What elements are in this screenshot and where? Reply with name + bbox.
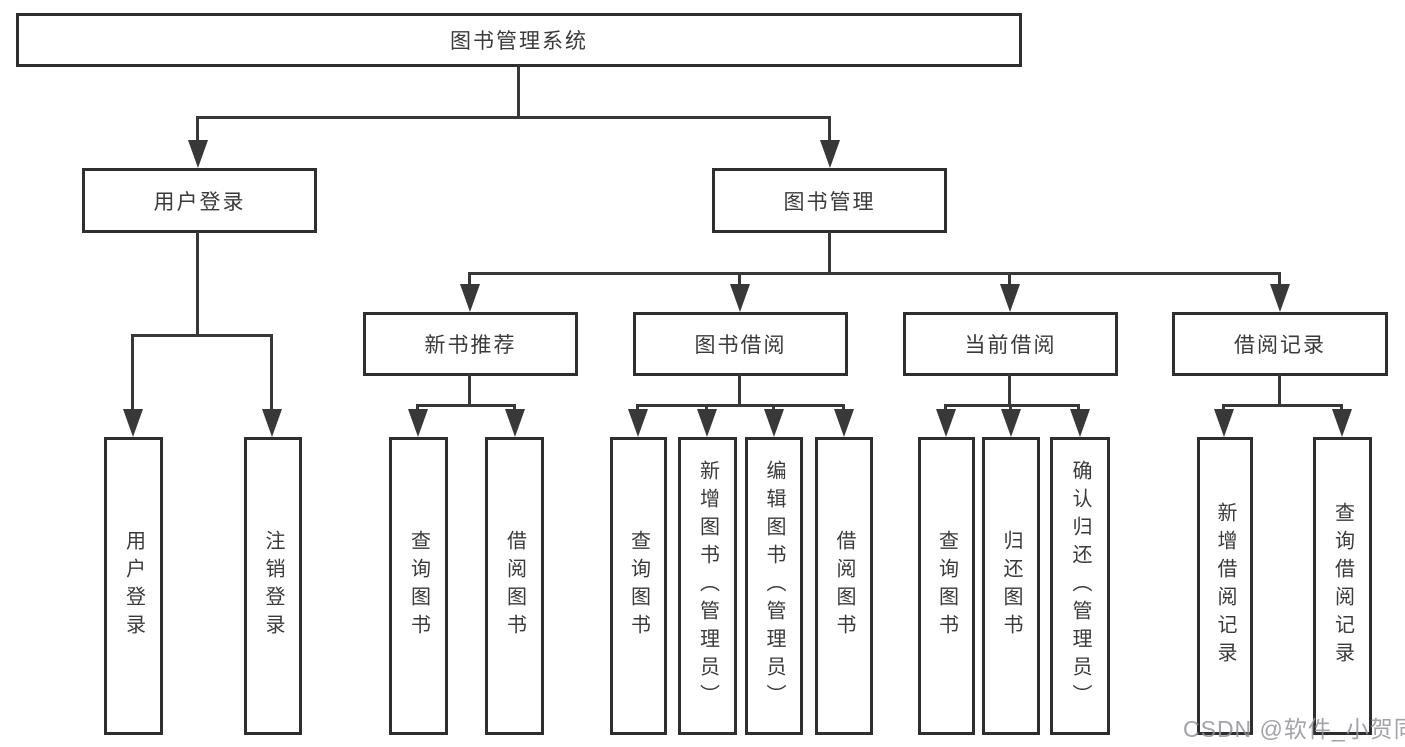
node-label: 查询图书 (935, 530, 958, 642)
connector-line (196, 117, 199, 142)
arrowhead (820, 140, 840, 168)
arrowhead (123, 409, 143, 437)
connector-line (828, 117, 831, 142)
connector-line (772, 405, 775, 412)
leaf-edit-books-admin: 编辑图书（管理员） (745, 437, 803, 735)
connector-line (513, 405, 516, 412)
node-label: 新增图书（管理员） (696, 460, 719, 712)
node-borrowing-records: 借阅记录 (1172, 312, 1388, 376)
node-user-login: 用户登录 (82, 168, 317, 233)
connector-line (416, 404, 516, 407)
node-label: 归还图书 (1000, 530, 1022, 642)
node-label: 借阅图书 (833, 530, 855, 642)
leaf-query-books-borrowing: 查询图书 (610, 437, 667, 735)
node-label: 注销登录 (262, 530, 284, 642)
connector-line (828, 232, 831, 274)
node-label: 查询图书 (627, 530, 650, 642)
leaf-logout: 注销登录 (244, 437, 302, 735)
node-label: 新增借阅记录 (1214, 502, 1236, 670)
connector-line (1278, 374, 1281, 406)
node-book-management: 图书管理 (712, 168, 947, 233)
arrowhead (1332, 409, 1352, 437)
leaf-user-login: 用户登录 (104, 437, 163, 735)
node-current-borrowing: 当前借阅 (903, 312, 1118, 376)
connector-line (468, 272, 1281, 275)
node-label: 新书推荐 (424, 334, 517, 357)
arrowhead (936, 409, 956, 437)
node-label: 图书管理 (783, 190, 876, 214)
node-label: 用户登录 (153, 190, 246, 214)
connector-line (636, 404, 845, 407)
connector-line (270, 335, 273, 411)
arrowhead (834, 409, 854, 437)
leaf-borrow-books-recommend: 借阅图书 (485, 437, 544, 735)
node-label: 借阅记录 (1234, 334, 1326, 357)
node-library-management-system: 图书管理系统 (16, 13, 1022, 67)
node-label: 编辑图书（管理员） (763, 460, 785, 712)
connector-line (131, 334, 273, 337)
connector-line (1222, 405, 1225, 412)
arrowhead (1001, 409, 1021, 437)
arrowhead (764, 409, 784, 437)
connector-line (1278, 274, 1281, 286)
leaf-query-books-current: 查询图书 (918, 437, 975, 735)
connector-line (842, 405, 845, 412)
arrowhead (697, 409, 717, 437)
arrowhead (1214, 409, 1234, 437)
arrowhead (730, 284, 750, 312)
arrowhead (262, 409, 282, 437)
arrowhead (188, 140, 208, 168)
node-new-book-recommend: 新书推荐 (363, 312, 578, 376)
connector-line (196, 232, 199, 336)
connector-line (196, 116, 831, 119)
connector-line (468, 274, 471, 286)
node-label: 借阅图书 (503, 530, 526, 642)
leaf-confirm-return-admin: 确认归还（管理员） (1050, 437, 1110, 735)
arrowhead (1270, 284, 1290, 312)
node-label: 查询图书 (407, 530, 430, 642)
connector-line (738, 374, 741, 406)
node-label: 用户登录 (122, 530, 145, 642)
node-label: 确认归还（管理员） (1069, 460, 1091, 712)
arrowhead (1000, 284, 1020, 312)
connector-line (1008, 374, 1011, 406)
connector-line (944, 405, 947, 412)
node-label: 图书借阅 (694, 334, 787, 357)
arrowhead (408, 409, 428, 437)
connector-line (517, 67, 520, 117)
connector-line (1009, 405, 1012, 412)
arrowhead (628, 409, 648, 437)
leaf-add-books-admin: 新增图书（管理员） (678, 437, 737, 735)
connector-line (636, 405, 639, 412)
connector-line (468, 374, 471, 406)
connector-line (944, 404, 1080, 407)
connector-line (1008, 274, 1011, 286)
connector-line (1077, 405, 1080, 412)
arrowhead (505, 409, 525, 437)
watermark: CSDN @软件_小贺同学 (1183, 716, 1405, 742)
leaf-return-books: 归还图书 (982, 437, 1040, 735)
node-label: 查询借阅记录 (1331, 502, 1354, 670)
connector-line (738, 274, 741, 286)
node-label: 当前借阅 (964, 334, 1057, 357)
connector-line (1222, 404, 1343, 407)
connector-line (131, 335, 134, 411)
connector-line (705, 405, 708, 412)
node-book-borrowing: 图书借阅 (633, 312, 848, 376)
leaf-add-borrow-record: 新增借阅记录 (1197, 437, 1253, 735)
arrowhead (460, 284, 480, 312)
connector-line (416, 405, 419, 412)
leaf-borrow-books: 借阅图书 (815, 437, 873, 735)
arrowhead (1070, 409, 1090, 437)
leaf-query-books-recommend: 查询图书 (389, 437, 448, 735)
leaf-query-borrow-record: 查询借阅记录 (1313, 437, 1372, 735)
node-label: 图书管理系统 (450, 30, 588, 53)
connector-line (1340, 405, 1343, 412)
